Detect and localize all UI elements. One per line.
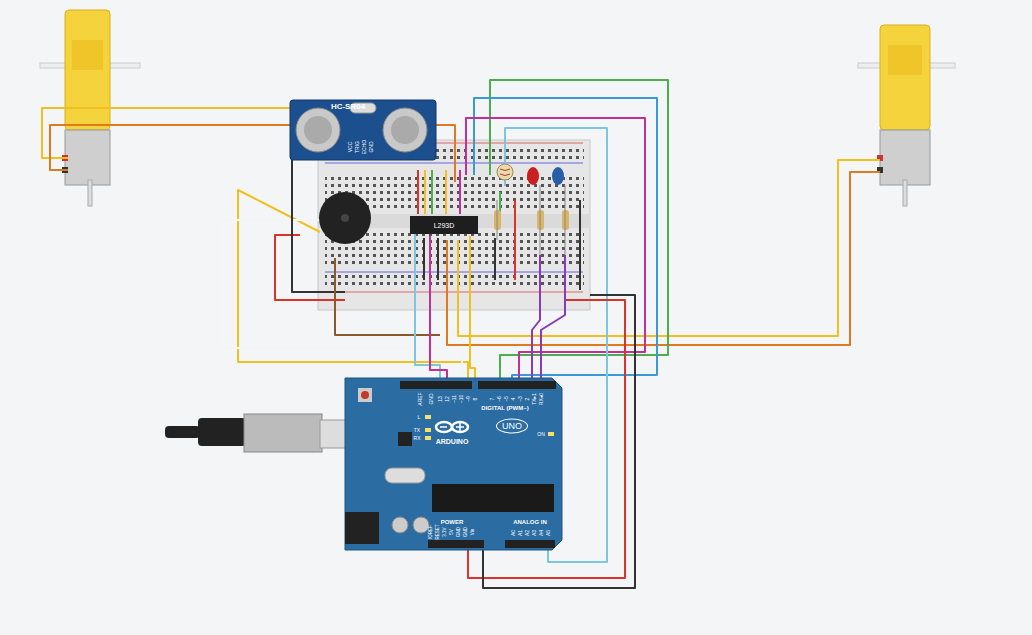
pin-label: GND (369, 141, 374, 152)
ultrasonic-sensor (290, 100, 436, 160)
part-name: L293D (434, 222, 455, 229)
pin-label: ~5 (504, 396, 509, 402)
pin-label: GND (464, 527, 469, 537)
pin-label: DIGITAL (PWM~) (481, 405, 528, 411)
part-name: HC-SR04 (331, 103, 365, 111)
pin-label: ~11 (452, 395, 457, 403)
pin-label: 8 (473, 398, 478, 401)
components (494, 164, 569, 255)
pin-label: A3 (532, 530, 537, 536)
ic-chip (410, 216, 478, 234)
pin-label: A4 (539, 530, 544, 536)
pin-label: ANALOG IN (513, 519, 547, 525)
pin-label: A0 (511, 530, 516, 536)
pin-label: VCC (348, 142, 353, 153)
pin-label: A5 (546, 530, 551, 536)
dc-motor (858, 25, 955, 206)
arduino-board (345, 378, 562, 550)
pin-label: TX▸1 (532, 393, 537, 405)
pin-label: TRIG (355, 141, 360, 153)
pin-label: AREF (418, 392, 423, 405)
pin-label: 12 (445, 396, 450, 402)
piezo-buzzer (319, 192, 371, 244)
pin-label: 2 (525, 398, 530, 401)
pin-label: POWER (441, 519, 464, 525)
pin-label: Vin (471, 529, 476, 535)
pin-label: RESET (436, 524, 441, 539)
pin-label: GND (429, 393, 434, 404)
usb-cable (165, 414, 346, 452)
pin-label: 5V (450, 529, 455, 535)
sensor-module: HC-SR04 (318, 101, 378, 113)
pin-label: ECHO (362, 140, 367, 154)
ic-chip: L293D (410, 216, 478, 234)
pin-label: L (418, 415, 421, 420)
pin-label: 3.3V (443, 527, 448, 536)
pin-label: RX (414, 436, 421, 441)
pin-label: A2 (525, 530, 530, 536)
pin-label: 4 (511, 398, 516, 401)
part-name: ARDUINO (436, 438, 469, 445)
pin-label: ~6 (497, 396, 502, 402)
pin-label: TX (414, 428, 420, 433)
pin-label: ~3 (518, 396, 523, 402)
pin-label: GND (457, 527, 462, 537)
pin-label: ~9 (466, 396, 471, 402)
board-logo: ARDUINO UNO (430, 416, 536, 448)
pin-label: RX◂0 (539, 393, 544, 405)
model-badge: UNO (496, 419, 528, 434)
pin-label: IOREF (429, 525, 434, 539)
pin-label: 7 (490, 398, 495, 401)
pin-label: ~10 (459, 395, 464, 403)
pin-label: A1 (518, 530, 523, 536)
pin-label: ON (537, 432, 545, 437)
wires (42, 80, 880, 588)
pin-label: 13 (438, 396, 443, 402)
